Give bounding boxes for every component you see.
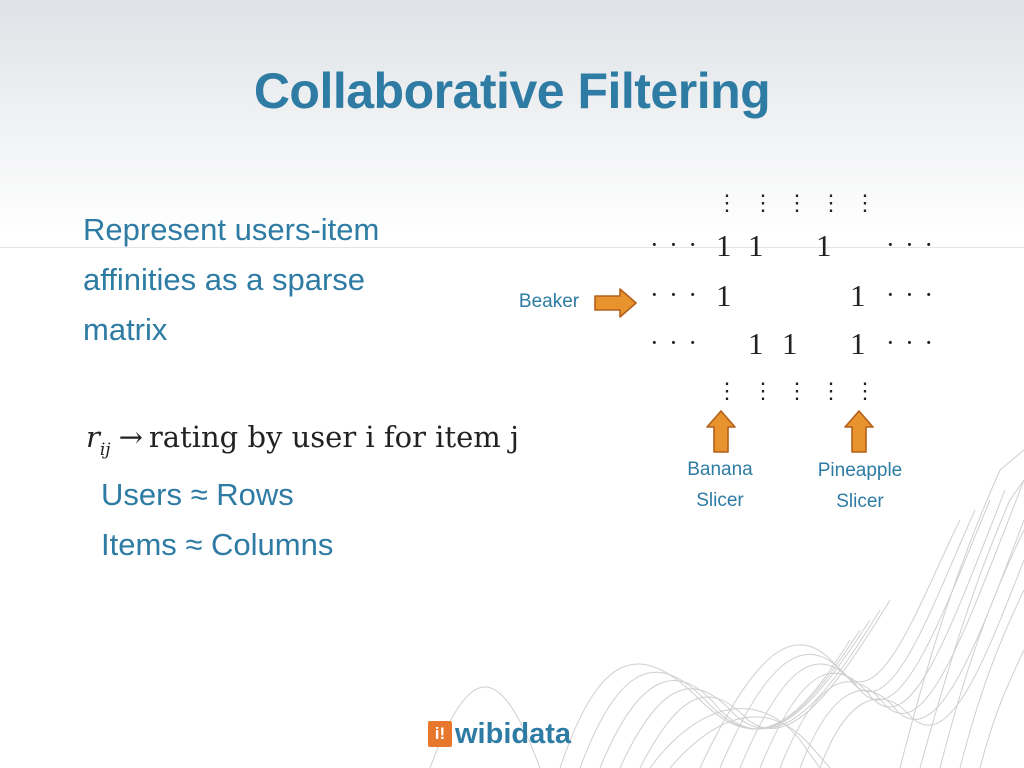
matrix-hdots: · · · — [886, 280, 935, 309]
matrix-cell-one: 1 — [716, 228, 732, 263]
matrix-cell-one: 1 — [850, 326, 866, 361]
banana-slicer-label: Banana Slicer — [660, 454, 780, 516]
pineapple-slicer-line-1: Pineapple — [817, 460, 903, 481]
wibidata-logo: i! wibidata — [428, 714, 571, 754]
beaker-label: Beaker — [518, 291, 580, 312]
users-rows-mapping: Users ≈ Rows — [101, 477, 294, 512]
matrix-vdots: ⋮ — [854, 190, 876, 215]
matrix-vdots: ⋮ — [716, 190, 738, 215]
rating-formula: rij →rating by user i for item j — [86, 420, 519, 460]
body-line-3: matrix — [83, 312, 168, 347]
up-arrow-icon — [844, 410, 874, 453]
banana-slicer-line-2: Slicer — [696, 490, 744, 511]
body-text: Represent users-item affinities as a spa… — [83, 205, 483, 355]
formula-variable: r — [86, 420, 100, 454]
matrix-vdots: ⋮ — [752, 190, 774, 215]
slide-title: Collaborative Filtering — [253, 63, 771, 119]
matrix-vdots: ⋮ — [786, 190, 808, 215]
matrix-hdots: · · · — [886, 328, 935, 357]
matrix-cell-one: 1 — [748, 326, 764, 361]
matrix-cell-one: 1 — [816, 228, 832, 263]
matrix-cell-one: 1 — [850, 278, 866, 313]
wibidata-logo-icon: i! — [428, 721, 452, 747]
items-columns-mapping: Items ≈ Columns — [101, 527, 334, 562]
formula-subscript: ij — [99, 440, 111, 460]
mapping-list: Users ≈ Rows Items ≈ Columns — [101, 470, 333, 570]
formula-text: rating by user i for item j — [148, 420, 519, 454]
matrix-hdots: · · · — [650, 328, 699, 357]
matrix-hdots: · · · — [650, 280, 699, 309]
matrix-hdots: · · · — [650, 230, 699, 259]
header-divider — [0, 247, 1024, 248]
matrix-vdots: ⋮ — [752, 378, 774, 403]
matrix-hdots: · · · — [886, 230, 935, 259]
matrix-cell-one: 1 — [716, 278, 732, 313]
wibidata-wordmark: wibidata — [455, 717, 572, 750]
banana-slicer-line-1: Banana — [687, 459, 753, 480]
pineapple-slicer-label: Pineapple Slicer — [795, 455, 925, 517]
matrix-vdots: ⋮ — [854, 378, 876, 403]
up-arrow-icon — [706, 410, 736, 453]
pineapple-slicer-line-2: Slicer — [836, 491, 884, 512]
matrix-cell-one: 1 — [782, 326, 798, 361]
matrix-vdots: ⋮ — [820, 190, 842, 215]
matrix-vdots: ⋮ — [716, 378, 738, 403]
body-line-2: affinities as a sparse — [83, 262, 366, 297]
formula-arrow: → — [118, 420, 143, 454]
right-arrow-icon — [594, 288, 637, 318]
body-line-1: Represent users-item — [83, 212, 380, 247]
matrix-cell-one: 1 — [748, 228, 764, 263]
matrix-vdots: ⋮ — [820, 378, 842, 403]
matrix-vdots: ⋮ — [786, 378, 808, 403]
